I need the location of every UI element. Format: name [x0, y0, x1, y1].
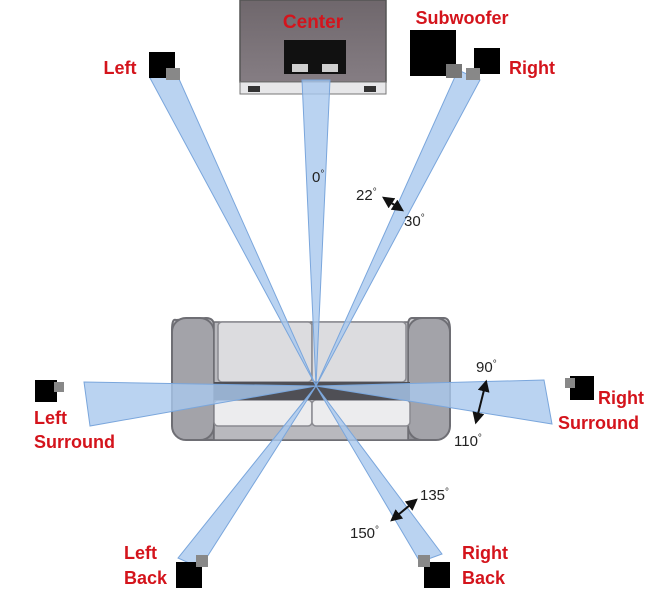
subwoofer-speaker — [410, 30, 462, 78]
svg-text:30°: 30° — [404, 213, 425, 230]
degree-unit: ° — [373, 187, 377, 198]
degree-unit: ° — [493, 359, 497, 370]
svg-text:90°: 90° — [476, 359, 497, 376]
surround-angle-arrow — [472, 379, 490, 425]
right-surround-speaker — [565, 376, 594, 400]
sofa-left-arm — [171, 317, 215, 441]
right-back-speaker — [418, 555, 450, 588]
listening-beams — [83, 69, 553, 569]
left-back-label-line1: Left — [124, 543, 157, 563]
degree-unit: ° — [421, 213, 425, 224]
right-speaker — [466, 48, 500, 80]
angle-surround-min: 90 — [476, 359, 493, 376]
angle-front-max: 30 — [404, 213, 421, 230]
sofa-back-cushion-right — [311, 321, 407, 383]
angle-labels: 0° 22° 30° 90° 110° 135° 150° — [312, 169, 497, 542]
angle-surround-max: 110 — [454, 433, 478, 450]
angle-back-min: 135 — [420, 487, 445, 504]
beam-center — [301, 79, 331, 387]
svg-text:135°: 135° — [420, 487, 449, 504]
center-tv: Center — [239, 0, 387, 95]
angle-arrows — [382, 196, 490, 522]
svg-text:150°: 150° — [350, 525, 379, 542]
left-back-label-line2: Back — [124, 568, 168, 588]
speaker-boxes — [35, 30, 594, 588]
sofa — [171, 316, 451, 441]
angle-back-max: 150 — [350, 525, 375, 542]
degree-unit: ° — [375, 525, 379, 536]
beam-right-surround — [315, 379, 553, 425]
svg-text:0°: 0° — [312, 169, 324, 186]
degree-unit: ° — [320, 169, 324, 180]
left-label: Left — [104, 58, 137, 78]
front-angle-arrow — [382, 196, 404, 212]
beam-left-surround — [83, 381, 317, 427]
degree-unit: ° — [445, 487, 449, 498]
svg-text:110°: 110° — [454, 433, 482, 450]
sofa-right-arm — [407, 317, 451, 441]
right-label: Right — [509, 58, 555, 78]
right-back-label-line2: Back — [462, 568, 506, 588]
left-back-speaker — [176, 555, 208, 588]
angle-center: 0 — [312, 169, 320, 186]
left-surround-label-line1: Left — [34, 408, 67, 428]
right-surround-label-line1: Right — [598, 388, 644, 408]
left-surround-label-line2: Surround — [34, 432, 115, 452]
right-back-label-line1: Right — [462, 543, 508, 563]
right-surround-label-line2: Surround — [558, 413, 639, 433]
svg-text:22°: 22° — [356, 187, 377, 204]
degree-unit: ° — [478, 433, 482, 444]
subwoofer-label: Subwoofer — [416, 8, 509, 28]
left-surround-speaker — [35, 380, 64, 402]
center-label: Center — [283, 12, 344, 33]
left-speaker — [149, 52, 180, 80]
angle-front-min: 22 — [356, 187, 373, 204]
back-angle-arrow — [390, 498, 418, 522]
